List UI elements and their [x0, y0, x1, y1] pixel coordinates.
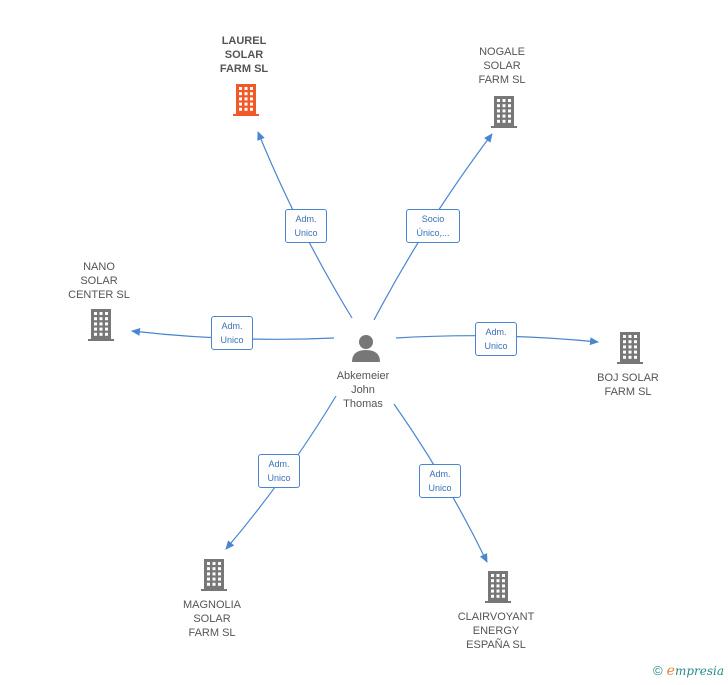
relation-badge-clairvoyant[interactable]: Adm. Unico	[419, 464, 461, 498]
person-label[interactable]: Abkemeier John Thomas	[336, 370, 390, 410]
company-label-boj[interactable]: BOJ SOLAR FARM SL	[597, 372, 659, 398]
brand-initial: e	[666, 663, 675, 679]
copyright-symbol: ©	[653, 663, 663, 678]
company-label-clairvoyant[interactable]: CLAIRVOYANT ENERGY ESPAÑA SL	[457, 611, 535, 651]
building-icon-laurel[interactable]	[233, 84, 259, 116]
person-icon[interactable]	[352, 335, 380, 362]
company-label-magnolia[interactable]: MAGNOLIA SOLAR FARM SL	[182, 599, 242, 639]
building-icon-nano[interactable]	[88, 309, 114, 341]
building-icon-nogale[interactable]	[491, 96, 517, 128]
brand-logo: ©empresia	[653, 663, 724, 679]
brand-name: mpresia	[674, 664, 724, 678]
relation-badge-nano[interactable]: Adm. Unico	[211, 316, 253, 350]
relation-badge-boj[interactable]: Adm. Unico	[475, 322, 517, 356]
building-icon-boj[interactable]	[617, 332, 643, 364]
building-icon-clairvoyant[interactable]	[485, 571, 511, 603]
company-label-nano[interactable]: NANO SOLAR CENTER SL	[68, 261, 130, 301]
relation-badge-magnolia[interactable]: Adm. Unico	[258, 454, 300, 488]
building-icon-magnolia[interactable]	[201, 559, 227, 591]
relation-badge-nogale[interactable]: Socio Único,...	[406, 209, 460, 243]
company-label-nogale[interactable]: NOGALE SOLAR FARM SL	[478, 46, 526, 86]
relation-badge-laurel[interactable]: Adm. Unico	[285, 209, 327, 243]
company-label-laurel[interactable]: LAUREL SOLAR FARM SL	[219, 35, 269, 75]
